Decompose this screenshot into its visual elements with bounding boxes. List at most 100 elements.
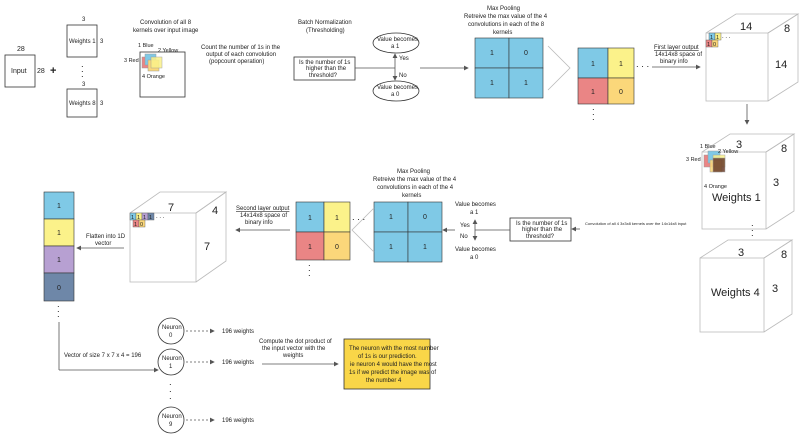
neuron-0-circle: [157, 317, 185, 345]
prediction-line-3: ie neuron 4 would have the most: [350, 362, 437, 368]
second-output-line-2: 14x14x8 space of: [240, 213, 287, 219]
max-pool-1-title-1: Max Pooling: [487, 6, 520, 12]
second-conv-dot-1: .: [751, 218, 754, 229]
batch-norm-title-2: (Thresholding): [306, 28, 345, 34]
conv-label-blue: 1 Blue: [138, 43, 154, 49]
second-output-depth: 4: [212, 205, 218, 217]
first-output-corner-val-2: 1: [707, 42, 710, 48]
first-output-corner-3: [711, 39, 719, 48]
max-pool-2-block: Max Pooling Retreive the max value of th…: [351, 169, 457, 263]
plus-sign: +: [50, 65, 56, 77]
pooled-1-dot-1: .: [592, 102, 595, 113]
max-pool-2-value-2: 1: [389, 244, 393, 251]
neuron-9-circle: [157, 406, 185, 434]
input-label: Input: [11, 68, 27, 75]
pooled-1-value-0: 1: [591, 61, 595, 68]
batch-norm-yes: Yes: [399, 56, 409, 62]
neuron-1: Neuron 1 196 weights: [157, 348, 254, 376]
max-pool-2-value-3: 1: [423, 244, 427, 251]
second-conv-label-yellow: 2 Yellow: [718, 149, 738, 155]
neuron-9: Neuron 9 196 weights: [157, 406, 254, 434]
popcount-text: Count the number of 1s in the output of …: [201, 45, 281, 65]
neuron-0-weights: 196 weights: [222, 329, 254, 335]
max-pool-1-cell-0: [474, 37, 510, 69]
becomes-1-line-1: Value becomes: [377, 37, 418, 43]
kernel-dots-3: .: [81, 69, 84, 80]
first-output-line-3: binary info: [660, 59, 688, 65]
flatten-dot-2: .: [57, 304, 60, 315]
second-conv-dot-2: .: [751, 223, 754, 234]
second-output-corner-ellipsis: . . .: [156, 214, 165, 220]
first-output-block: First layer output 14x14x8 space of bina…: [652, 13, 800, 125]
second-output-block: Second layer output 14x14x8 space of bin…: [129, 191, 290, 283]
neuron-0-label-1: Neuron: [162, 325, 182, 331]
pooled-2-value-1: 1: [335, 215, 339, 222]
conv-label-yellow: 2 Yellow: [158, 48, 178, 54]
max-pool-1-cell-2: [474, 67, 510, 99]
weights-1-side-dim: 3: [773, 177, 779, 189]
second-output-corner-val-1: 1: [137, 215, 140, 221]
batch-norm-question-1: Is the number of 1s: [299, 60, 350, 66]
weights-4-cube-side: [763, 239, 793, 333]
second-conv-label-red: 3 Red: [686, 157, 701, 163]
kernel-8-label: Weights 8: [69, 101, 96, 107]
weights-4-cube-front: [699, 257, 765, 333]
second-output-line-1: Second layer output: [236, 206, 290, 212]
dot-product-block: Compute the dot product of the input vec…: [259, 339, 339, 367]
batch-norm-title-1: Batch Normalization: [298, 20, 352, 26]
pooled-2-cell-3: [323, 231, 351, 261]
flatten-cell-0: [43, 191, 75, 220]
flatten-value-2: 1: [57, 257, 61, 264]
convolution-title-2: kernels over input image: [133, 28, 199, 34]
first-output-corner-ellipsis: . . .: [722, 34, 731, 40]
second-output-cube-side: [195, 191, 227, 283]
popcount-line-3: (popcount operation): [209, 59, 264, 65]
kernel-stack: 3 Weights 1 3 . . . 3 Weights 8 3: [66, 17, 104, 118]
weights-4-label: Weights 4: [711, 287, 760, 299]
kernel-8-top-dim: 3: [82, 82, 86, 88]
flatten-value-0: 1: [57, 203, 61, 210]
neuron-1-label-2: 1: [169, 364, 173, 370]
pooled-2-value-0: 1: [308, 215, 312, 222]
input-width: 28: [17, 46, 25, 53]
neuron-9-label-1: Neuron: [162, 414, 182, 420]
conv-kernel-yellow: [150, 56, 163, 69]
second-output-corner-val-0: 1: [131, 215, 134, 221]
pooled-1-value-3: 0: [619, 89, 623, 96]
kernel-8-side-dim: 3: [100, 101, 104, 107]
second-conv-dark: [712, 157, 726, 173]
second-output-corner-val-5: 0: [140, 222, 143, 228]
pooled-2-cell-0: [295, 201, 325, 233]
becomes-1-line-2: a 1: [391, 44, 400, 50]
neuron-9-weights: 196 weights: [222, 418, 254, 424]
max-pool-2-title-1: Max Pooling: [397, 169, 430, 175]
threshold-2-block: Is the number of 1s higher than the thre…: [442, 202, 572, 261]
max-pool-2-cell-1: [407, 201, 443, 233]
weights-1-label: Weights 1: [712, 192, 761, 204]
weights-1-top-dim: 3: [736, 139, 742, 151]
threshold-2-question-1: Is the number of 1s: [516, 221, 567, 227]
dot-product-line-3: weights: [282, 353, 303, 359]
threshold-2-yes: Yes: [460, 223, 470, 229]
max-pool-2-cell-2: [373, 231, 409, 263]
becomes-0-line-2: a 0: [391, 92, 400, 98]
first-output-corner-val-0: 1: [710, 35, 713, 41]
pooled-2-dot-2: .: [308, 263, 311, 274]
pooled-1-dot-2: .: [592, 107, 595, 118]
pooled-1-cell-2: [577, 77, 609, 105]
max-pool-2-cell-3: [407, 231, 443, 263]
pooled-2-dot-3: .: [308, 268, 311, 279]
neuron-1-circle: [157, 348, 185, 376]
prediction-line-5: the number 4: [366, 378, 402, 384]
batch-norm-question-2: higher than the: [306, 66, 347, 72]
convolution-block: Convolution of all 8 kernels over input …: [124, 20, 199, 98]
weights-4-side-dim: 3: [772, 283, 778, 295]
dot-product-line-2: the input vector with the: [262, 346, 326, 352]
threshold-2-becomes-1-line-1: Value becomes: [455, 202, 496, 208]
vector-size-label: Vector of size 7 x 7 x 4 = 196: [64, 353, 142, 359]
first-output-front-dim: 14: [740, 21, 752, 33]
max-pool-1-value-2: 1: [490, 80, 494, 87]
flatten-dot-1: .: [57, 299, 60, 310]
pooled-2-value-3: 0: [335, 244, 339, 251]
max-pool-2-title-3: convolutions in each of the 4: [377, 185, 454, 191]
